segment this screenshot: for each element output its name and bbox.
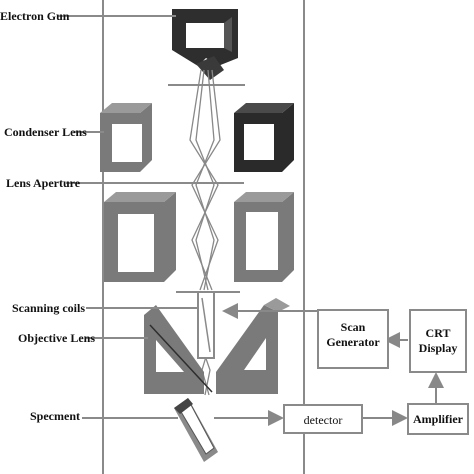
scanning-coils-label: Scanning coils bbox=[12, 301, 86, 315]
scan-generator-line1: Scan bbox=[340, 320, 366, 334]
lower-lens-right bbox=[234, 192, 294, 282]
detector-box bbox=[283, 404, 363, 434]
objective-lens-left bbox=[144, 305, 204, 394]
specimen-label: Specment bbox=[30, 409, 80, 423]
objective-lens-label: Objective Lens bbox=[18, 331, 95, 345]
amplifier-text: Amplifier bbox=[413, 412, 463, 426]
lower-lens-left bbox=[104, 192, 176, 282]
condenser-lens-right bbox=[234, 103, 294, 172]
objective-lens-diagonal bbox=[149, 324, 213, 393]
objective-lens-right bbox=[216, 298, 290, 394]
amplifier-box bbox=[407, 403, 469, 435]
condenser-lens-label: Condenser Lens bbox=[4, 125, 87, 139]
scan-generator-box bbox=[317, 309, 389, 369]
scanning-coil-inner bbox=[201, 297, 211, 353]
crt-display-box bbox=[409, 309, 467, 373]
crt-display-line2: Display bbox=[418, 341, 458, 355]
crt-display-text: CRT Display bbox=[410, 326, 466, 356]
electron-gun-shape bbox=[172, 9, 238, 80]
microscope-column bbox=[102, 0, 305, 474]
scan-generator-line2: Generator bbox=[326, 335, 380, 349]
lens-aperture-label: Lens Aperture bbox=[6, 176, 81, 190]
electron-beam bbox=[189, 69, 221, 396]
crt-display-line1: CRT bbox=[425, 326, 451, 340]
detector-text: detector bbox=[303, 413, 343, 427]
electron-gun-label: Electron Gun bbox=[0, 9, 70, 23]
condenser-lens-left bbox=[100, 103, 152, 172]
specimen-holder bbox=[174, 398, 218, 462]
scan-generator-text: Scan Generator bbox=[318, 320, 388, 350]
